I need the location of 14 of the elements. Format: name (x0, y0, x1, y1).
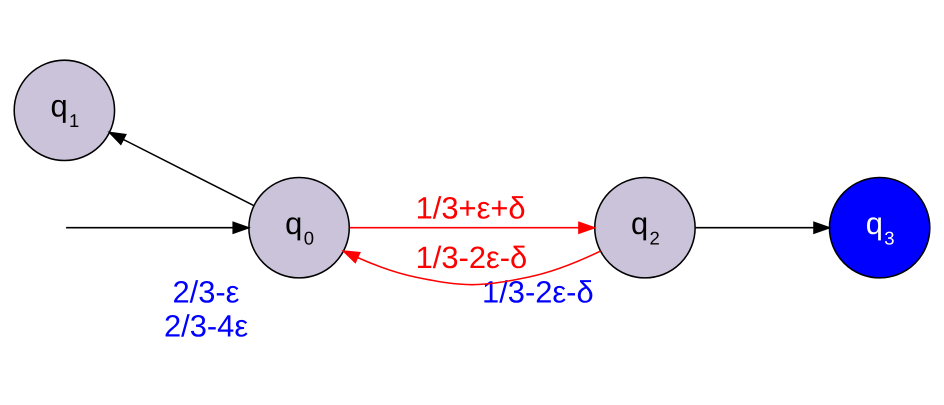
arrow (107, 130, 254, 206)
edge-label: 1/3-2ε-δ (416, 239, 528, 274)
node-circle: q$_{2}$ (594, 176, 696, 278)
arrow (350, 220, 597, 234)
node-circle: q$_{1}$ (13, 58, 116, 161)
node-label: 1/3-2ε-δ (482, 274, 594, 310)
node-circle: q$_{0}$ (248, 176, 350, 278)
arrow (66, 220, 251, 234)
edge-label: 1/3+ε+δ (416, 190, 526, 225)
arrow (341, 250, 601, 285)
node-circle: q$_{3}$ (828, 176, 931, 278)
arrow (696, 220, 832, 234)
node-label: 2/3-ε (172, 274, 240, 310)
node-label: 2/3-4ε (164, 308, 248, 344)
